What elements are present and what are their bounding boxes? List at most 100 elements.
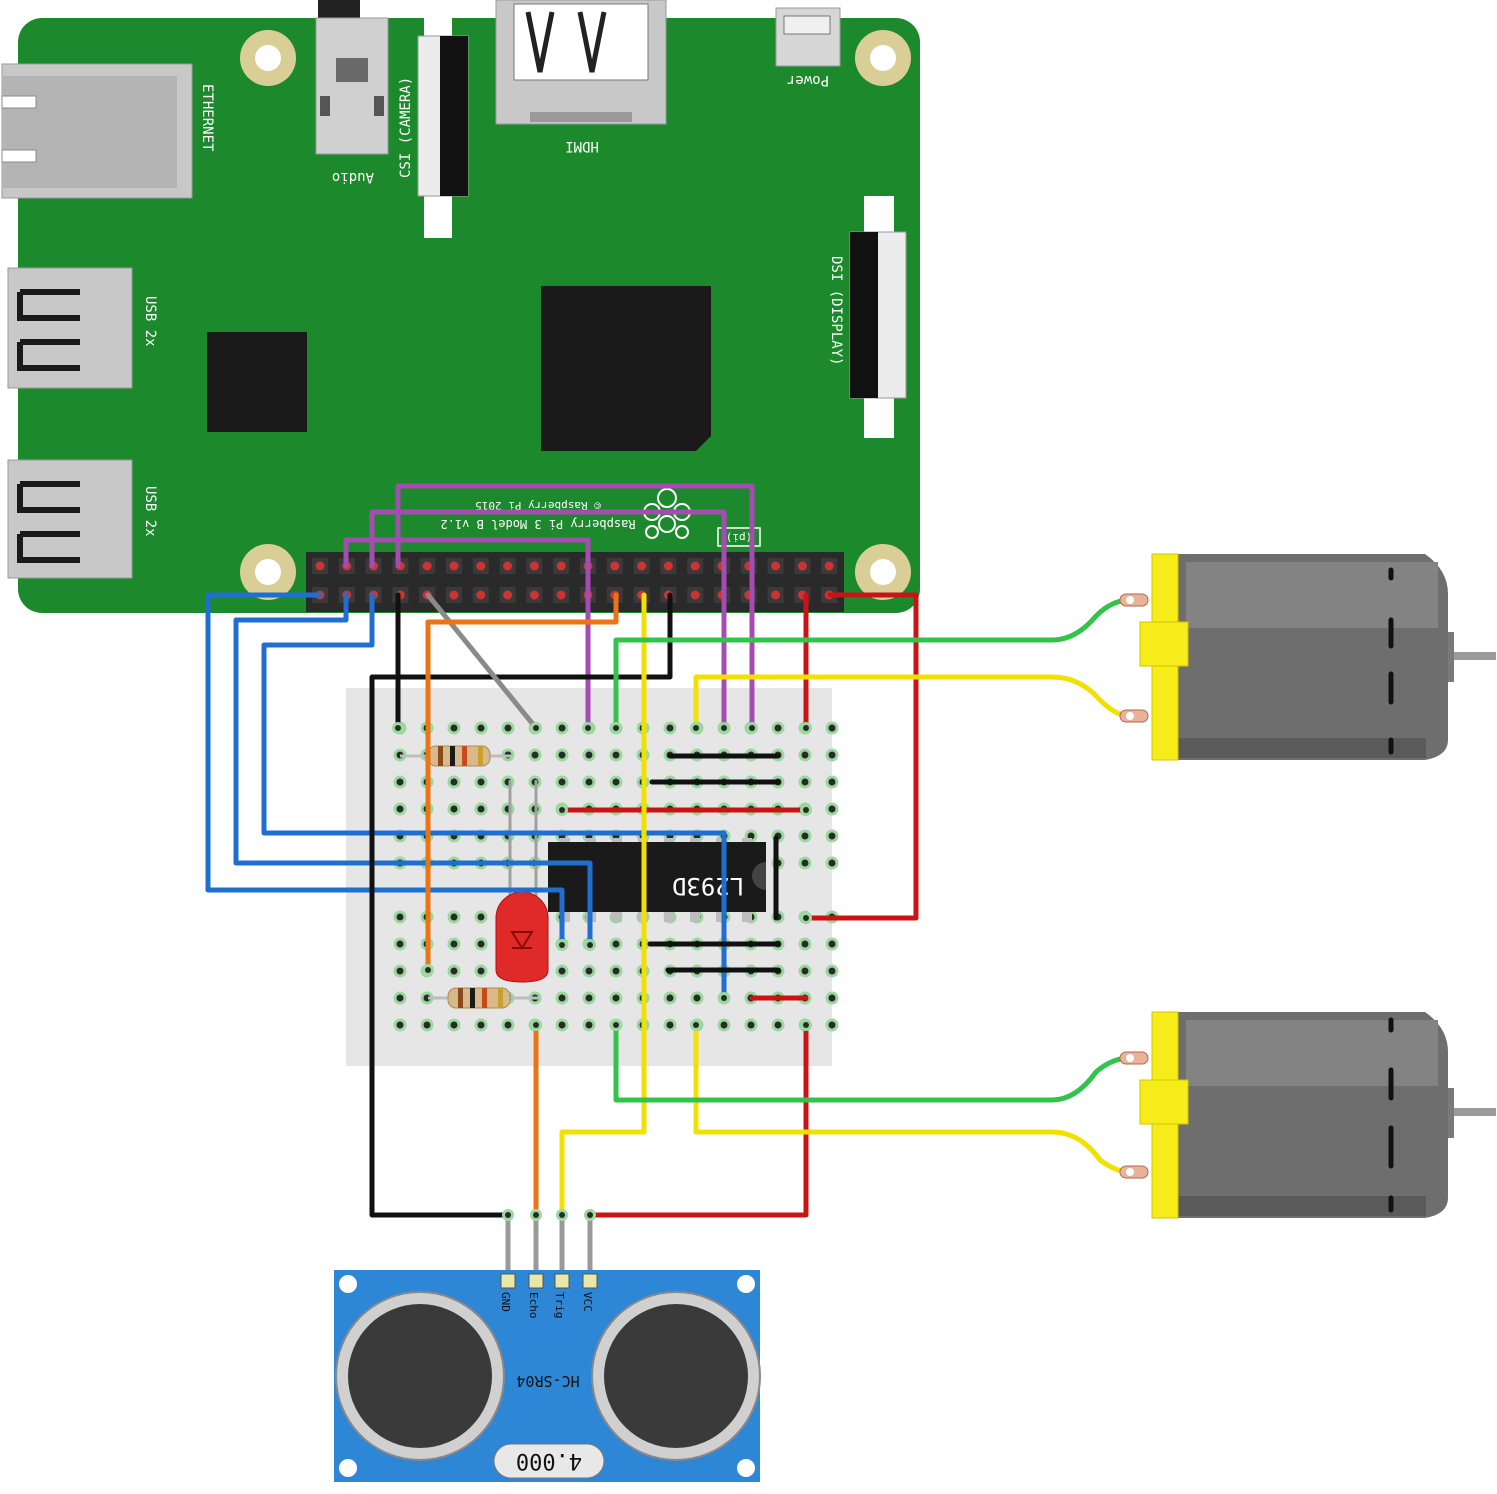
gpio-pin-dot (690, 561, 700, 571)
wire-joint-center (803, 1022, 809, 1028)
breadboard-hole-center (396, 913, 404, 921)
usb-port-1 (7, 267, 133, 389)
wire-joint-center (395, 725, 401, 731)
model-label: Raspberry Pi 3 Model B v1.2 (440, 517, 635, 531)
wire-joint-center (693, 725, 699, 731)
wire-joint-center (533, 1212, 539, 1218)
gpio-pin-dot (503, 561, 513, 571)
gpio-pin-dot (824, 561, 834, 571)
breadboard-hole-center (396, 994, 404, 1002)
usb-label-1: USB 2x (142, 296, 158, 347)
breadboard-hole-center (612, 751, 620, 759)
hdmi-port (495, 0, 667, 125)
breadboard-hole-center (666, 724, 674, 732)
breadboard-hole-center (450, 940, 458, 948)
wire-joint-center (505, 1212, 511, 1218)
breadboard-hole-center (585, 994, 593, 1002)
gpio-pin-dot (529, 590, 539, 600)
l293d-notch (752, 862, 766, 890)
breadboard-hole-center (477, 967, 485, 975)
breadboard-hole-center (612, 994, 620, 1002)
led-red (495, 780, 549, 983)
breadboard-hole-center (450, 778, 458, 786)
wire-joint-center (559, 942, 565, 948)
copyright-label: © Raspberry Pi 2015 (475, 499, 601, 512)
gpio-pin-dot (610, 561, 620, 571)
breadboard-hole-center (477, 724, 485, 732)
breadboard-hole-center (477, 940, 485, 948)
ethernet-port (1, 63, 193, 199)
wires-green (613, 597, 1133, 1103)
resistor-2 (428, 987, 540, 1009)
csi-camera-label: CSI (CAMERA) (398, 77, 414, 178)
breadboard-hole-center (801, 940, 809, 948)
breadboard-hole-center (531, 751, 539, 759)
gpio-pin-dot (503, 590, 513, 600)
breadboard-hole-center (828, 1021, 836, 1029)
breadboard-hole-center (774, 1021, 782, 1029)
breadboard-hole-center (450, 913, 458, 921)
breadboard-hole-center (828, 832, 836, 840)
breadboard-hole-center (396, 1021, 404, 1029)
breadboard-hole-center (828, 967, 836, 975)
breadboard-hole-center (666, 1021, 674, 1029)
gpio-pin-dot (449, 561, 459, 571)
breadboard-hole-center (693, 994, 701, 1002)
wire-joint-center (613, 725, 619, 731)
dc-motor-1 (1119, 553, 1496, 761)
header-tag-label: (pi) (726, 531, 753, 544)
breadboard-hole-center (801, 778, 809, 786)
crystal-oscillator (493, 1443, 605, 1479)
breadboard-hole-center (828, 724, 836, 732)
gpio-pin-dot (771, 590, 781, 600)
raspberry-pi-board: ETHERNET USB 2x USB 2x Audio (1, 0, 920, 613)
usb-label-2: USB 2x (142, 486, 158, 537)
gpio-pin-dot (449, 590, 459, 600)
ethernet-label: ETHERNET (199, 84, 215, 152)
wire-joint-center (803, 915, 809, 921)
gpio-pin-dot (637, 561, 647, 571)
l293d-chip: L293D (548, 838, 766, 922)
breadboard-hole-center (450, 1021, 458, 1029)
gpio-header (306, 552, 844, 612)
l293d-label: L293D (672, 872, 744, 900)
breadboard-hole-center (558, 778, 566, 786)
pi-pcb (18, 18, 920, 613)
sensor-name-label: HC-SR04 (516, 1372, 579, 1390)
dc-motor-2 (1119, 1011, 1496, 1219)
pin-label-echo: Echo (527, 1292, 540, 1319)
breadboard-hole-center (450, 805, 458, 813)
breadboard-hole-center (477, 913, 485, 921)
breadboard-hole-center (585, 967, 593, 975)
breadboard-hole-center (801, 859, 809, 867)
gpio-pin-dot (422, 561, 432, 571)
breadboard-hole-center (801, 967, 809, 975)
wire-joint-center (425, 967, 431, 973)
wire-joints (392, 722, 812, 1221)
breadboard-hole-center (720, 1021, 728, 1029)
gpio-pin-dot (797, 561, 807, 571)
wire-joint-center (533, 1022, 539, 1028)
wire-joint-center (559, 1212, 565, 1218)
csi-camera-connector (417, 18, 469, 238)
gpio-pin-dot (556, 561, 566, 571)
transducer-right (591, 1291, 761, 1461)
breadboard-hole-center (396, 940, 404, 948)
dsi-display-connector (849, 196, 907, 438)
soc-chip (541, 286, 711, 451)
breadboard-hole-center (801, 832, 809, 840)
wire-joint-center (721, 995, 727, 1001)
breadboard-hole-center (801, 751, 809, 759)
wires-orange (425, 592, 619, 1218)
breadboard-hole-center (747, 832, 755, 840)
breadboard-hole-center (558, 994, 566, 1002)
breadboard-hole-center (450, 967, 458, 975)
breadboard-hole-center (774, 724, 782, 732)
breadboard-hole-center (477, 805, 485, 813)
breadboard-hole-center (423, 994, 431, 1002)
pin-label-gnd: GND (499, 1292, 512, 1312)
breadboard-hole-center (477, 778, 485, 786)
crystal-label: 4.000 (516, 1448, 582, 1473)
breadboard-hole-center (585, 778, 593, 786)
